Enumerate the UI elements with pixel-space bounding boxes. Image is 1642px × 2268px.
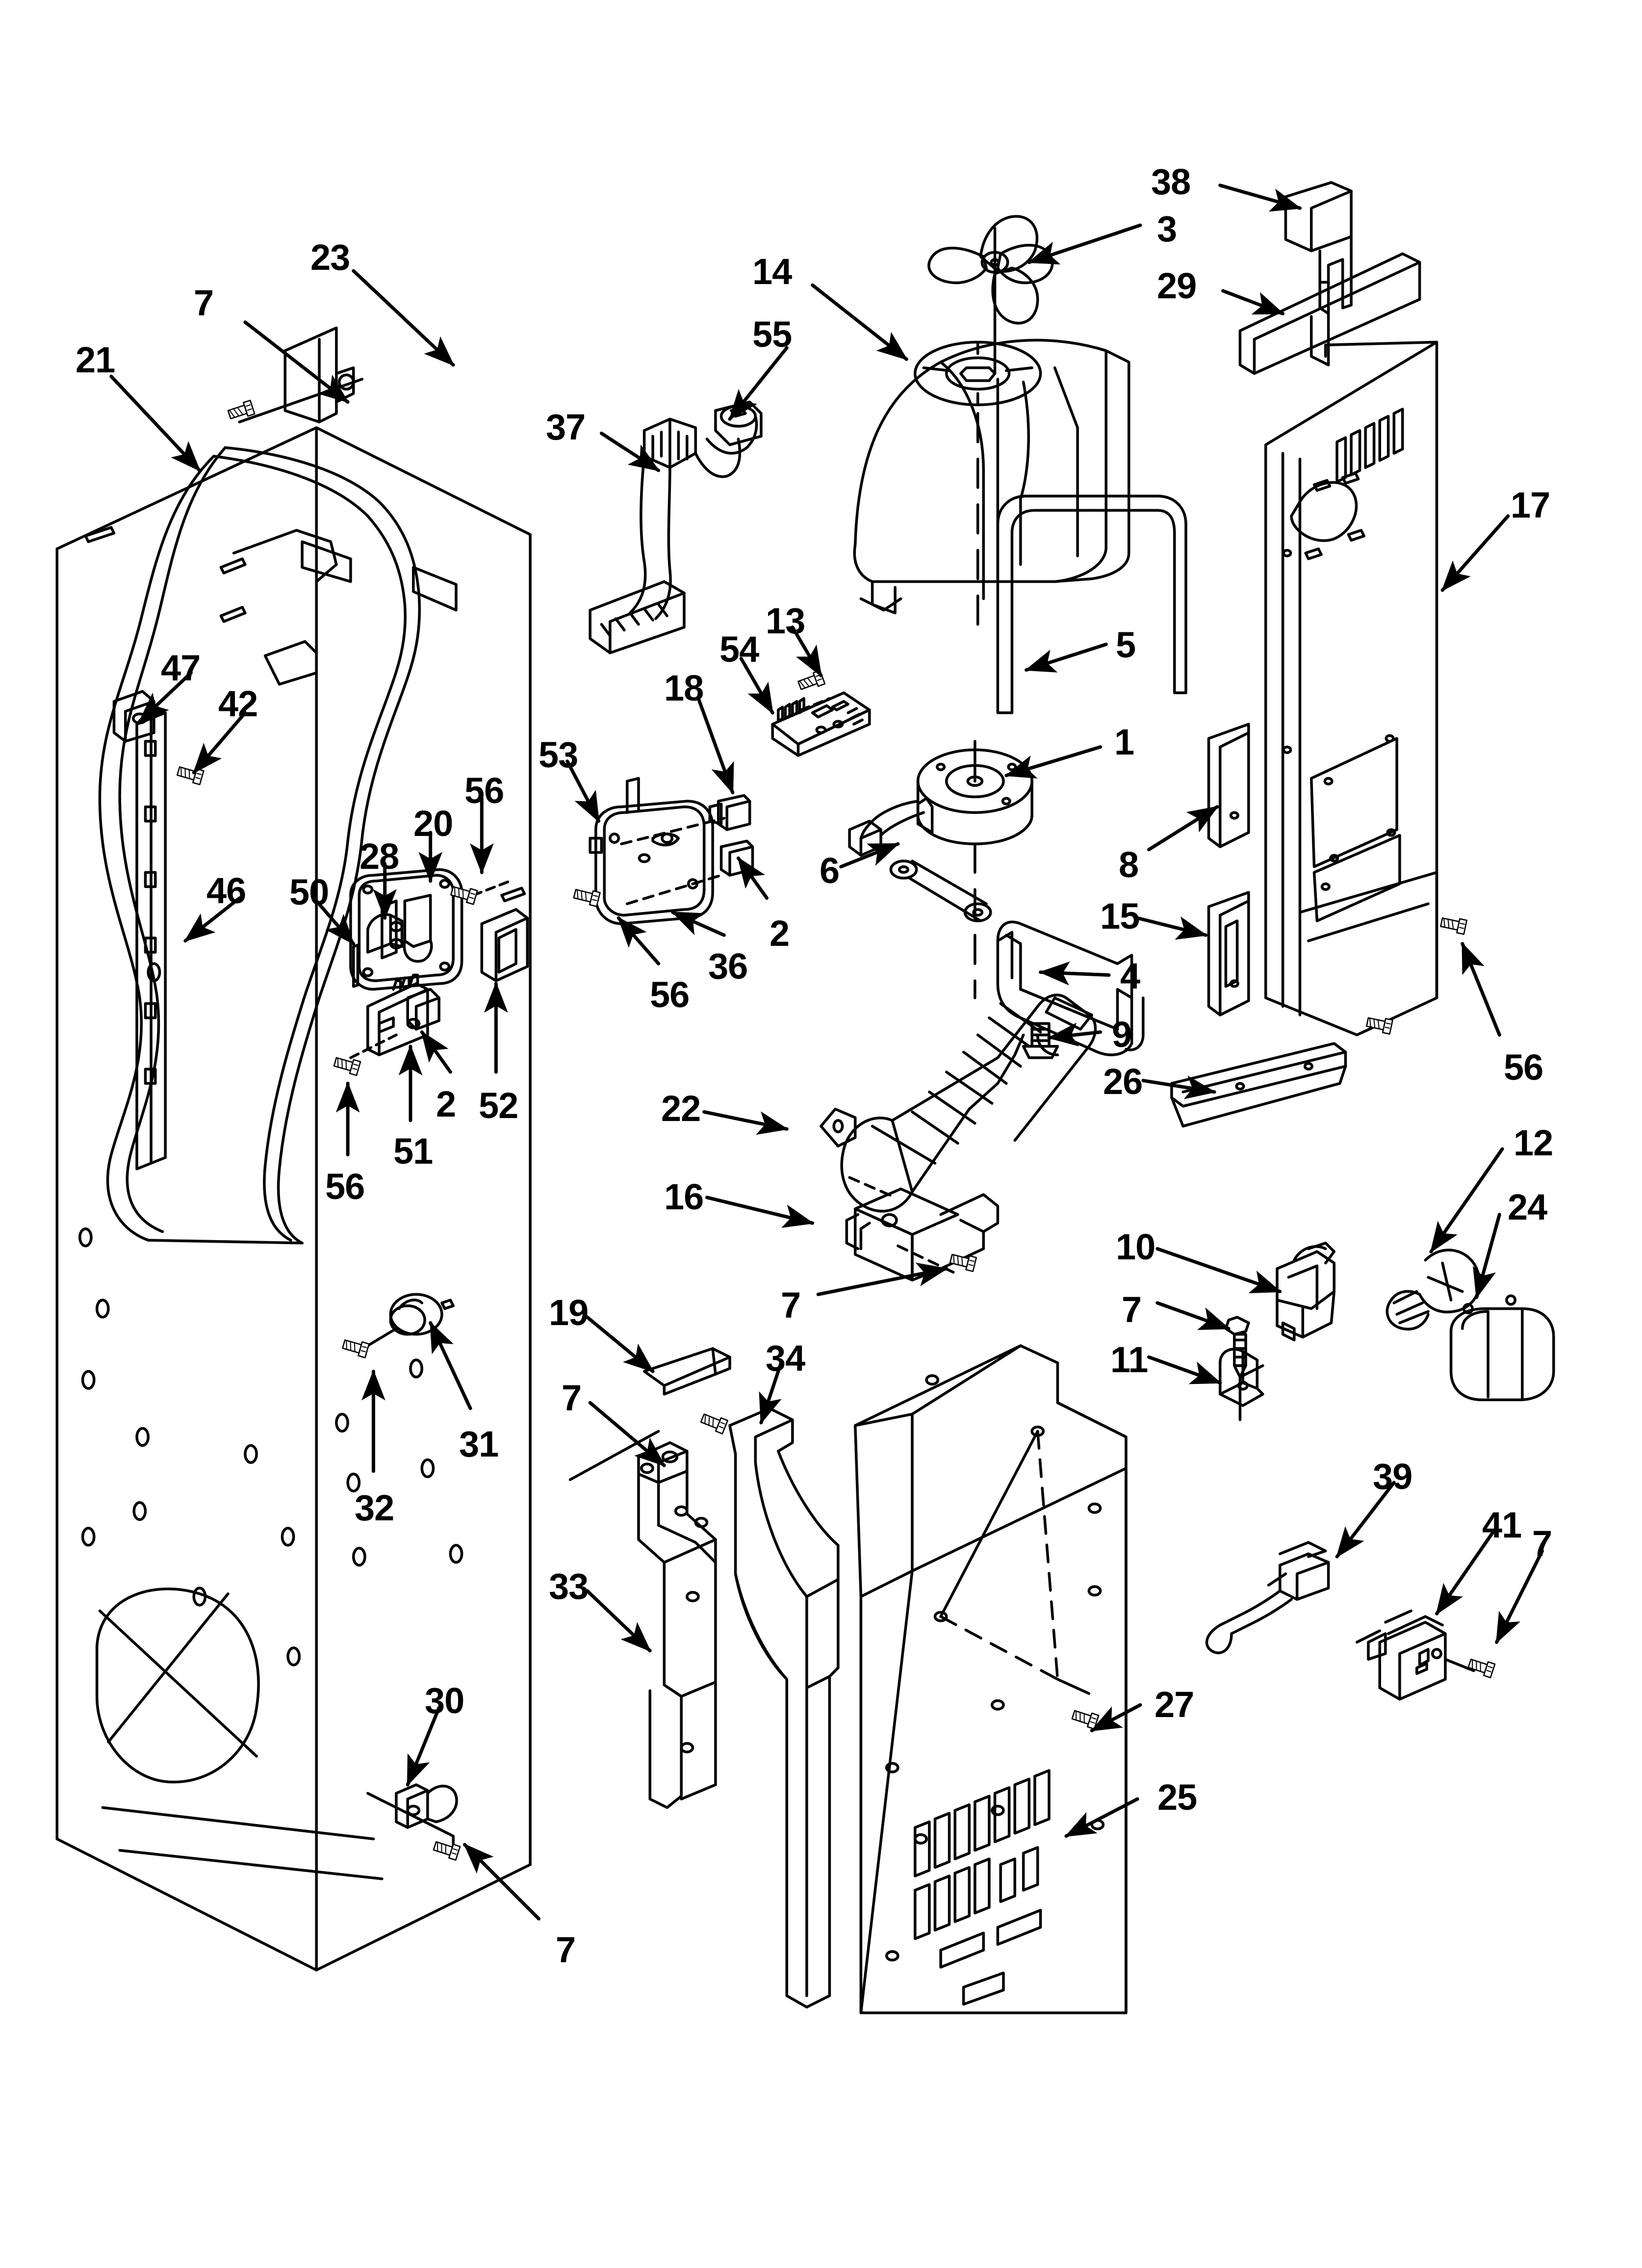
callout-8: 8 — [1119, 844, 1139, 885]
part-8-rail — [1207, 723, 1250, 848]
callout-4: 4 — [1120, 956, 1140, 996]
callout-28: 28 — [359, 836, 399, 877]
callout-29: 29 — [1157, 265, 1197, 306]
part-21-freezer-liner — [55, 426, 532, 1972]
callout-6: 6 — [820, 850, 840, 891]
part-50-pin — [352, 943, 359, 988]
part-41-door-switch — [1355, 1609, 1495, 1701]
callout-24: 24 — [1508, 1187, 1547, 1227]
callout-7-b: 7 — [781, 1285, 801, 1326]
part-6-ground-strap — [889, 860, 992, 922]
part-24-light-cover — [1449, 1294, 1555, 1402]
callout-18: 18 — [664, 668, 704, 708]
part-12-light-bulb — [1385, 1249, 1481, 1330]
callout-2-b: 2 — [436, 1084, 456, 1124]
part-23-bracket — [227, 326, 363, 423]
callout-52: 52 — [479, 1085, 518, 1126]
part-39-thermistor — [1205, 1541, 1330, 1654]
part-29-rail — [1238, 252, 1421, 375]
callout-22: 22 — [661, 1088, 701, 1129]
callout-30: 30 — [425, 1680, 464, 1721]
callout-37: 37 — [546, 407, 586, 447]
callout-34: 34 — [766, 1338, 805, 1379]
part-13-screw — [797, 671, 831, 711]
callout-14: 14 — [752, 251, 792, 292]
part-22-air-hose — [820, 993, 1097, 1213]
callout-36: 36 — [708, 946, 748, 987]
callout-11: 11 — [1110, 1339, 1148, 1380]
callout-26: 26 — [1103, 1061, 1143, 1102]
callout-20: 20 — [413, 803, 453, 844]
part-16-duct-bracket — [845, 1176, 1000, 1282]
callout-10: 10 — [1116, 1226, 1155, 1267]
callout-47: 47 — [161, 648, 201, 688]
callout-56-b: 56 — [650, 974, 690, 1015]
callout-39: 39 — [1373, 1456, 1412, 1497]
callout-7-f: 7 — [556, 1929, 576, 1970]
callout-38: 38 — [1151, 161, 1191, 202]
callout-51: 51 — [393, 1131, 433, 1172]
callout-56-d: 56 — [325, 1166, 365, 1207]
part-11-wire-clip — [1218, 1348, 1264, 1421]
part-36-plate — [589, 777, 726, 925]
callout-46: 46 — [206, 870, 246, 911]
part-27-screw — [1071, 1708, 1099, 1729]
part-10-light-socket — [1276, 1242, 1336, 1342]
callout-12: 12 — [1514, 1122, 1553, 1163]
part-31-grommet — [366, 1293, 455, 1347]
part-9-screw — [1022, 1022, 1059, 1059]
part-32-screw — [342, 1337, 369, 1358]
callout-56-c: 56 — [1504, 1047, 1543, 1088]
callout-1: 1 — [1114, 722, 1134, 762]
part-14-fan-shroud — [853, 255, 1130, 629]
callout-27: 27 — [1155, 1684, 1194, 1725]
callout-7-a: 7 — [194, 283, 214, 323]
part-3-fan-blade — [927, 215, 1054, 325]
part-4-fan-bracket — [996, 920, 1145, 1056]
callout-41: 41 — [1482, 1505, 1522, 1545]
part-17-side-panel — [1264, 340, 1438, 1037]
callout-25: 25 — [1157, 1777, 1197, 1818]
part-25-rear-cover — [853, 1344, 1128, 2014]
part-56-screws-right — [1366, 915, 1466, 1034]
callout-16: 16 — [664, 1176, 704, 1217]
callout-15: 15 — [1100, 896, 1140, 937]
part-19-shim — [642, 1347, 731, 1396]
part-34-handle-trim — [728, 1407, 840, 2009]
callout-7-d: 7 — [562, 1378, 582, 1418]
part-52-cover — [480, 886, 529, 982]
part-37-wire-harness — [589, 400, 763, 654]
callout-7-c: 7 — [1122, 1289, 1142, 1330]
callout-2-a: 2 — [770, 913, 790, 954]
callout-54: 54 — [719, 629, 759, 670]
callout-56-a: 56 — [464, 770, 504, 811]
callout-53: 53 — [539, 734, 578, 775]
part-1-fan-motor — [848, 740, 1033, 999]
callout-23: 23 — [310, 237, 350, 278]
callout-50: 50 — [289, 872, 329, 912]
callout-17: 17 — [1511, 485, 1550, 525]
callout-19: 19 — [549, 1292, 589, 1333]
part-26-light-shield — [1170, 1042, 1347, 1128]
part-2-bushing-b — [406, 988, 440, 1031]
callout-42: 42 — [218, 683, 258, 724]
part-5-air-duct — [996, 495, 1187, 714]
callout-9: 9 — [1112, 1014, 1132, 1055]
callout-55: 55 — [752, 314, 792, 355]
callout-3: 3 — [1157, 209, 1177, 249]
part-20-switch-plate — [349, 868, 512, 991]
callout-32: 32 — [355, 1487, 394, 1528]
part-33-hinge-bracket — [568, 1411, 728, 1809]
callout-31: 31 — [459, 1424, 499, 1464]
callout-5: 5 — [1116, 625, 1136, 665]
callout-33: 33 — [549, 1566, 589, 1607]
part-18-grommet — [708, 794, 751, 831]
part-7-screw-socket — [1224, 1316, 1250, 1379]
callout-7-e: 7 — [1532, 1523, 1552, 1564]
part-15-rail — [1207, 891, 1250, 1017]
callout-13: 13 — [766, 600, 805, 641]
callout-21: 21 — [76, 339, 115, 380]
